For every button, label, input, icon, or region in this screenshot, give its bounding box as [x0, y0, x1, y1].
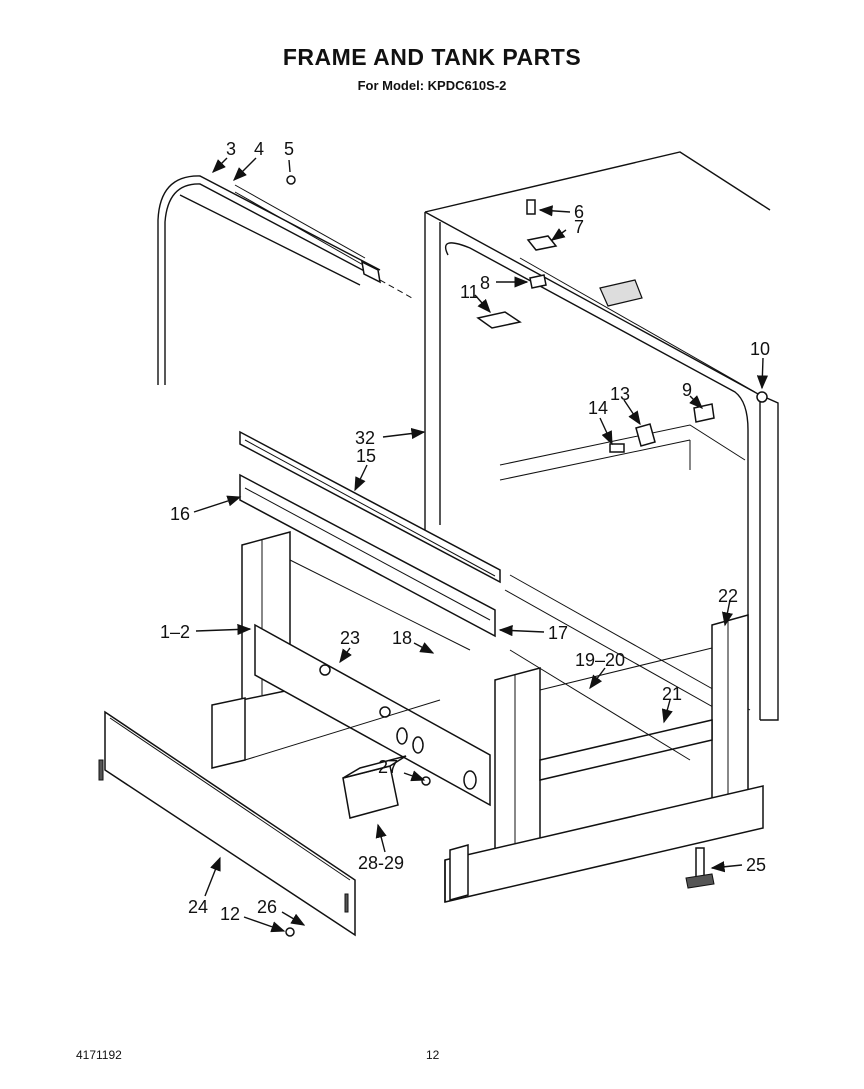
base-frame: [444, 614, 764, 903]
callout-19-20: 19–20: [575, 650, 625, 670]
callout-5: 5: [284, 139, 294, 159]
document-number: 4171192: [76, 1048, 122, 1062]
callout-7: 7: [574, 217, 584, 237]
control-box: [342, 755, 431, 819]
callout-28-29: 28-29: [358, 853, 404, 873]
callout-17: 17: [548, 623, 568, 643]
callout-leaders: [193, 157, 769, 933]
callout-22: 22: [718, 586, 738, 606]
leveling-leg: [685, 847, 715, 889]
callout-1-2: 1–2: [160, 622, 190, 642]
page-title: FRAME AND TANK PARTS: [282, 44, 582, 70]
toe-panel: [98, 710, 356, 937]
callout-24: 24: [188, 897, 208, 917]
tank-assembly: [424, 151, 779, 726]
callout-4: 4: [254, 139, 264, 159]
callout-15: 15: [356, 446, 376, 466]
side-rails: [239, 430, 501, 638]
page-number: 12: [426, 1048, 440, 1062]
callout-27: 27: [378, 757, 398, 777]
callout-21: 21: [662, 684, 682, 704]
callout-25: 25: [746, 855, 766, 875]
callout-16: 16: [170, 504, 190, 524]
callout-6: 6: [574, 202, 584, 222]
callout-labels: 3 4 5 6 7 8 11 10 9 13 14 32 15 16 1–2 2…: [160, 139, 770, 924]
callout-8: 8: [480, 273, 490, 293]
callout-14: 14: [588, 398, 608, 418]
callout-10: 10: [750, 339, 770, 359]
upper-brackets: [476, 199, 768, 453]
left-frame: [211, 531, 491, 807]
callout-11: 11: [460, 282, 479, 302]
callout-13: 13: [610, 384, 630, 404]
model-subtitle: For Model: KPDC610S-2: [357, 78, 507, 93]
callout-3: 3: [226, 139, 236, 159]
callout-12: 12: [220, 904, 240, 924]
callout-18: 18: [392, 628, 412, 648]
callout-9: 9: [682, 380, 692, 400]
door-gasket: [157, 175, 413, 385]
callout-32: 32: [355, 428, 375, 448]
callout-26: 26: [257, 897, 277, 917]
callout-23: 23: [340, 628, 360, 648]
